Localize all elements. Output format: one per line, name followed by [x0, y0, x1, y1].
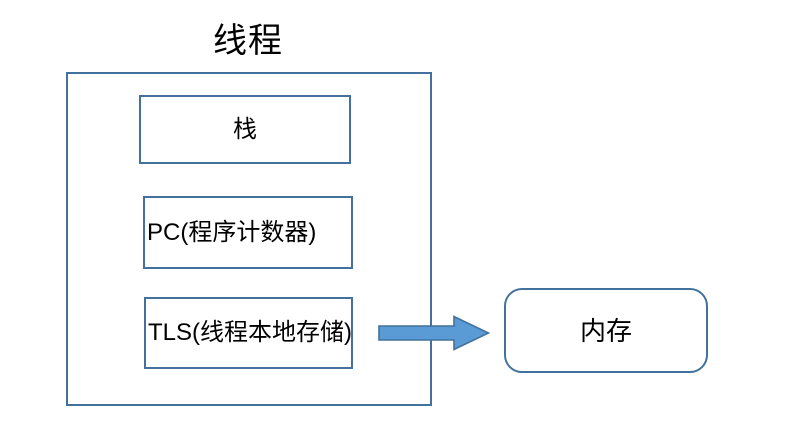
right-arrow-icon	[378, 315, 491, 351]
component-box-stack: 栈	[139, 95, 351, 164]
page-title: 线程	[213, 22, 283, 60]
memory-label: 内存	[579, 315, 632, 346]
component-label-stack: 栈	[233, 115, 257, 143]
component-box-program-counter: PC(程序计数器)	[143, 196, 353, 269]
memory-box: 内存	[504, 288, 708, 373]
component-label-program-counter: PC(程序计数器)	[147, 218, 317, 246]
component-box-tls: TLS(线程本地存储)	[144, 297, 353, 369]
component-label-tls: TLS(线程本地存储)	[148, 319, 352, 346]
